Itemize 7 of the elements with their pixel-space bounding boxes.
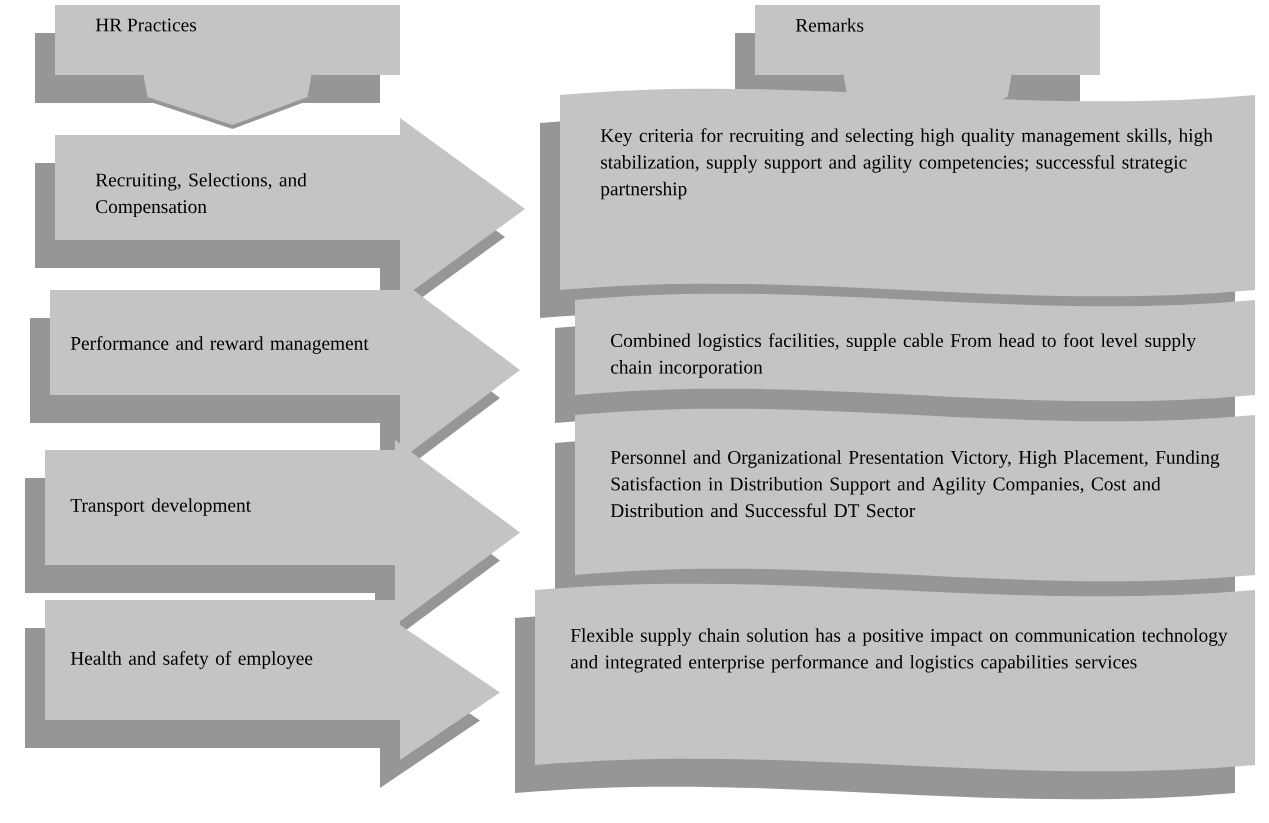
node-label: Remarks: [795, 18, 864, 32]
node-label: Personnel and Organizational Presentation Victory, High Placement, Funding Satisfaction in Distribution Support and Agility Companies, Cost and Distribution and Successful DT Sector: [610, 450, 1220, 518]
banner-box: Flexible supply chain solution has a positive impact on communication technology and integrated enterprise performance and logistics capabilities services: [515, 583, 1255, 800]
header-box: HR Practices: [35, 5, 400, 129]
node-label: Flexible supply chain solution has a positive impact on communication technology and integrated enterprise performance and logistics capabilities services: [570, 628, 1228, 673]
arrow-box: Health and safety of employee: [25, 600, 500, 788]
node-label: HR Practices: [95, 18, 197, 32]
